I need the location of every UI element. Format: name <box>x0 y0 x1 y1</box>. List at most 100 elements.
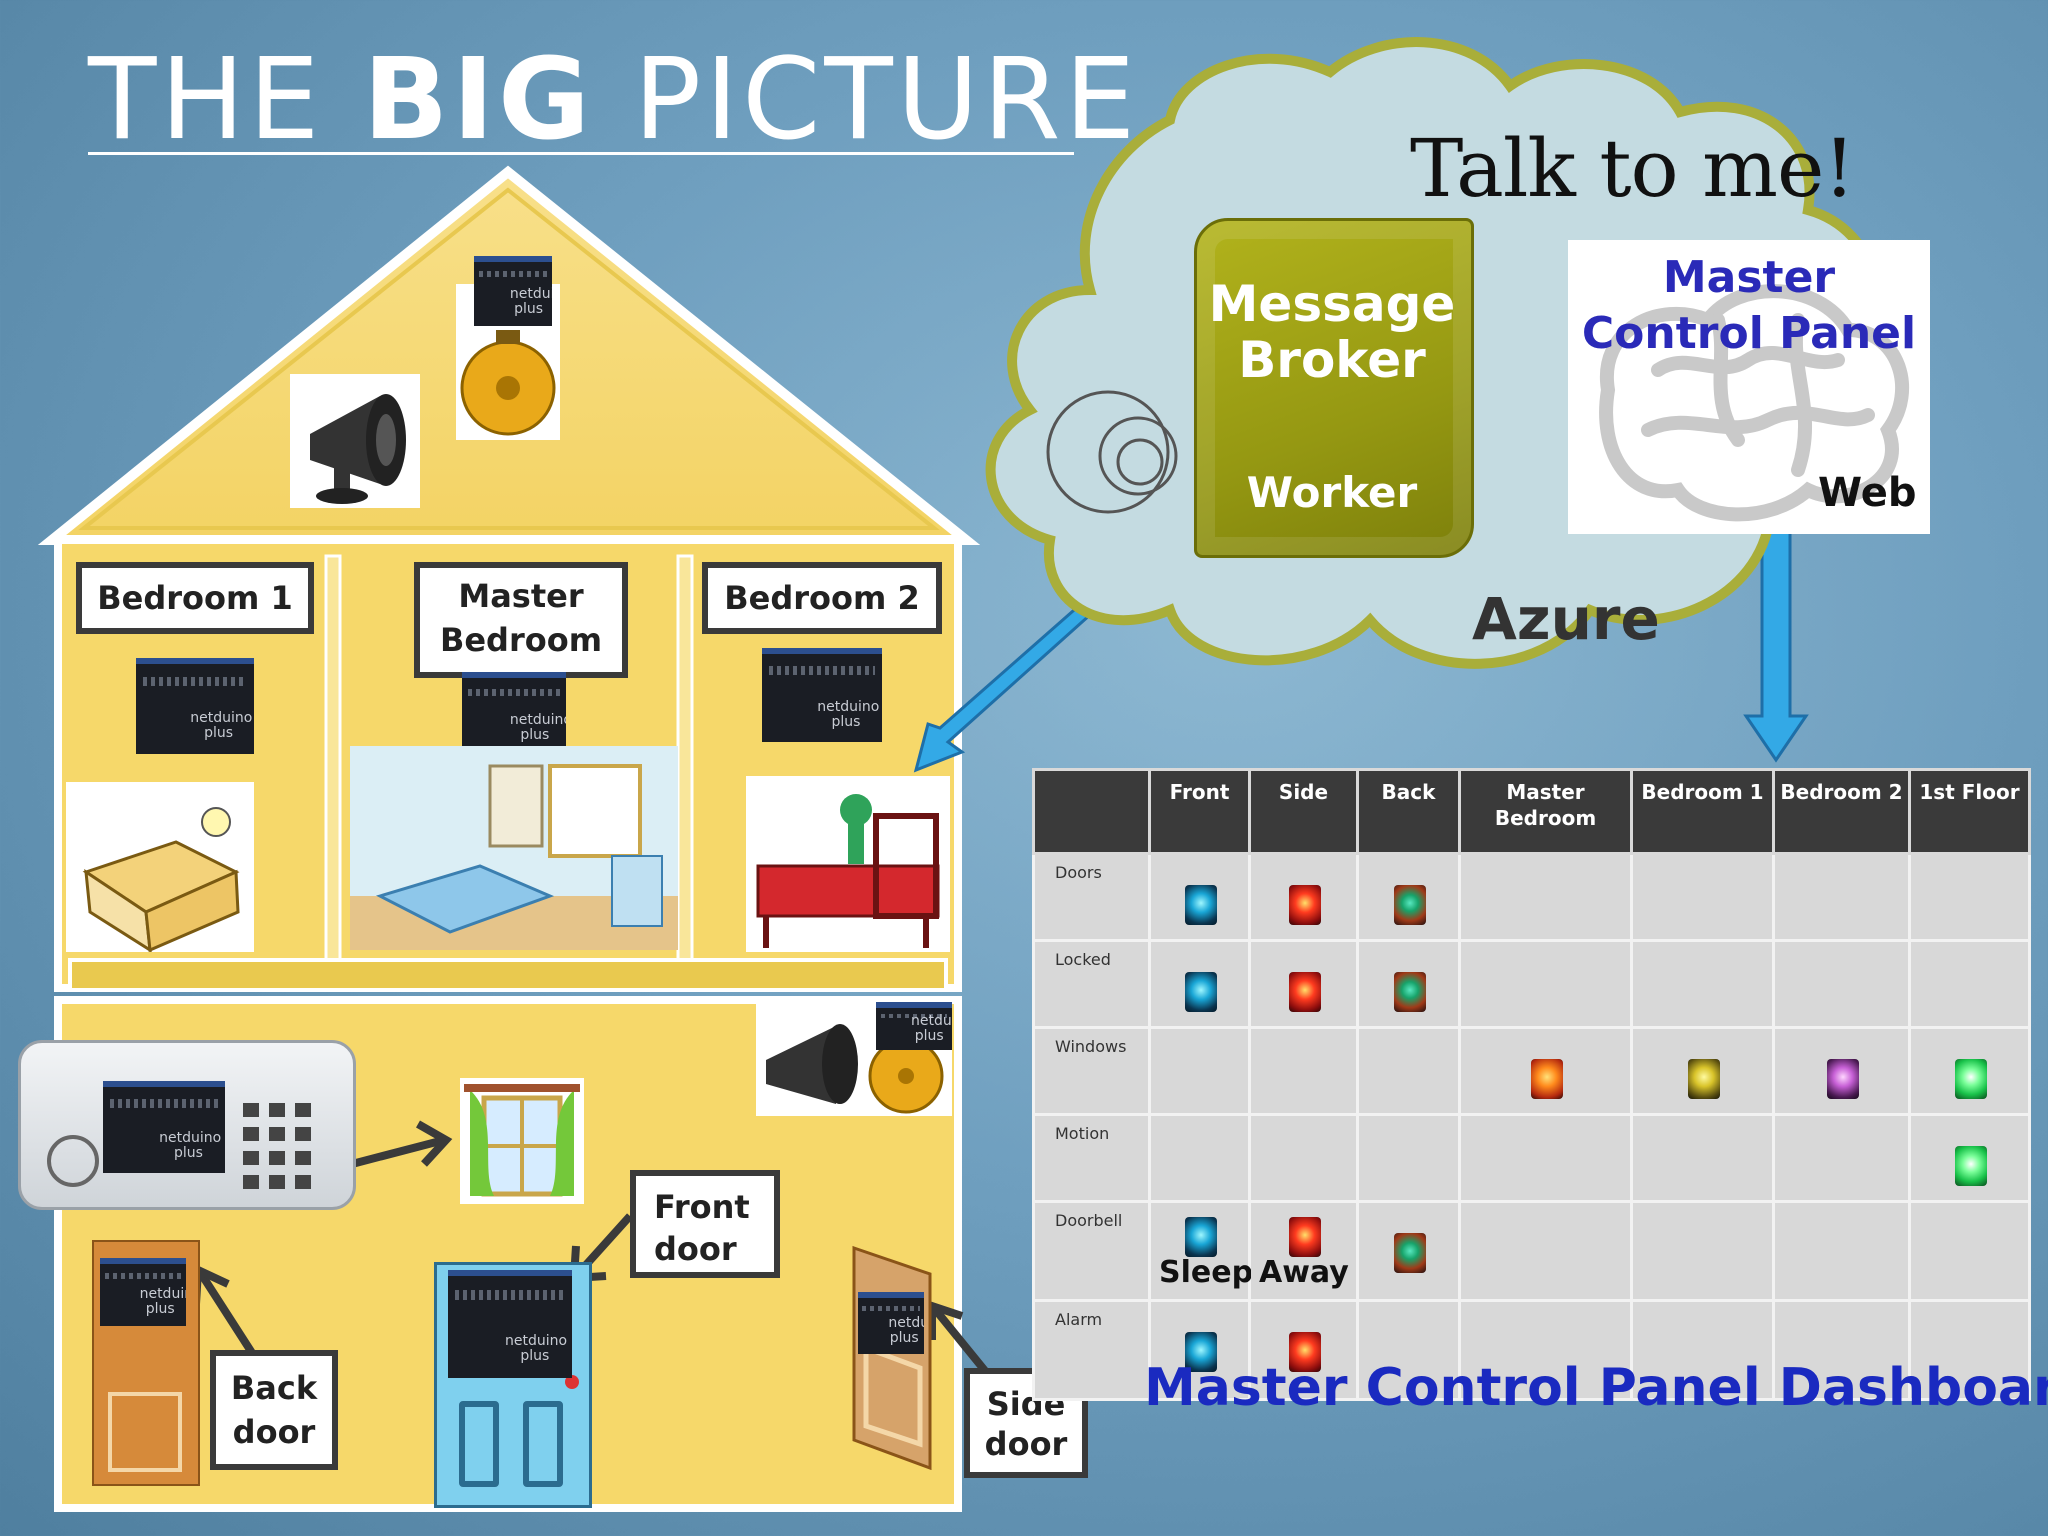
dashboard-header-master-bedroom: Master Bedroom <box>1458 768 1633 855</box>
front-door-knob <box>565 1375 579 1389</box>
dashboard-cell-bedroom-2 <box>1772 1113 1911 1203</box>
title-part-1: THE <box>88 35 363 165</box>
dashboard-cell-bedroom-1 <box>1630 852 1775 942</box>
dashboard-header-corner <box>1032 768 1151 855</box>
dashboard-row: Locked <box>1032 939 2031 1029</box>
dashboard-cell-master-bedroom <box>1458 1113 1633 1203</box>
dashboard-header-front: Front <box>1148 768 1251 855</box>
dashboard-cell-bedroom-2 <box>1772 1026 1911 1116</box>
dashboard-cell-master-bedroom <box>1458 1299 1633 1401</box>
room-label-master-bedroom: Master Bedroom <box>414 562 628 678</box>
dashboard-cell-bedroom-2 <box>1772 1200 1911 1302</box>
status-led-icon <box>1955 1059 1987 1099</box>
message-broker-role: Worker <box>1246 468 1418 517</box>
lower-siren-bell-icon <box>756 1000 952 1116</box>
master-control-panel-card <box>1568 240 1930 534</box>
dashboard-cell-master-bedroom <box>1458 852 1633 942</box>
dashboard-cell-1st-floor <box>1908 1113 2031 1203</box>
dashboard-header-bedroom-2: Bedroom 2 <box>1772 768 1911 855</box>
status-led-icon <box>1394 885 1426 925</box>
bedroom-2-bed-icon <box>746 776 950 952</box>
dashboard-caption: Master Control Panel Dashboard <box>1144 1358 2048 1418</box>
dashboard-cell-side: Away <box>1248 1200 1359 1302</box>
dashboard-header-bedroom-1: Bedroom 1 <box>1630 768 1775 855</box>
alarm-panel-netduino-board <box>103 1081 225 1173</box>
dashboard-cell-front <box>1148 1026 1251 1116</box>
room-label-bedroom-1: Bedroom 1 <box>76 562 314 634</box>
message-broker-box <box>1194 218 1474 558</box>
status-led-icon <box>1827 1059 1859 1099</box>
dashboard-cell-front: Sleep <box>1148 1200 1254 1302</box>
talk-to-me-heading: Talk to me! <box>1410 122 1855 215</box>
dashboard-row: Windows <box>1032 1026 2031 1116</box>
title-part-2: PICTURE <box>593 35 1140 165</box>
dashboard-cell-back <box>1356 939 1461 1029</box>
status-led-icon <box>1394 1233 1426 1273</box>
status-caption: Sleep <box>1159 1255 1254 1290</box>
dashboard-cell-front <box>1148 852 1251 942</box>
bedroom-1-netduino-board <box>136 658 254 754</box>
title-part-bold: BIG <box>363 35 594 165</box>
status-led-icon <box>1688 1059 1720 1099</box>
dashboard-cell-master-bedroom <box>1458 1026 1633 1116</box>
status-led-icon <box>1289 972 1321 1012</box>
side-door-netduino-board <box>858 1292 924 1354</box>
dashboard-header-row: Front Side Back Master Bedroom Bedroom 1… <box>1032 768 2031 855</box>
dashboard-row: Doors <box>1032 852 2031 942</box>
back-door-panel <box>108 1392 182 1472</box>
dashboard-cell-back <box>1356 1113 1461 1203</box>
dashboard-cell-side <box>1248 939 1359 1029</box>
dashboard-header-back: Back <box>1356 768 1461 855</box>
front-door-netduino-board <box>448 1270 572 1378</box>
dashboard-cell-bedroom-1 <box>1630 1026 1775 1116</box>
dashboard-cell-side <box>1248 1113 1359 1203</box>
floor-slab <box>68 958 948 992</box>
dashboard-cell-back <box>1356 1299 1461 1401</box>
master-bedroom-room-icon <box>350 746 678 950</box>
dashboard-cell-master-bedroom <box>1458 1200 1633 1302</box>
status-led-icon <box>1955 1146 1987 1186</box>
dashboard-cell-front <box>1148 1299 1251 1401</box>
dashboard-row-label: Windows <box>1032 1026 1151 1116</box>
back-door-netduino-board <box>100 1258 186 1326</box>
status-led-icon <box>1185 1332 1217 1372</box>
status-led-icon <box>1185 1217 1217 1257</box>
brain-icon <box>1599 284 1910 522</box>
dashboard-row-label: Doorbell <box>1032 1200 1151 1302</box>
arrow-panel-to-window <box>350 1120 453 1168</box>
dashboard-cell-side <box>1248 852 1359 942</box>
dashboard-cell-front <box>1148 939 1251 1029</box>
label-front-door: Front door <box>630 1170 780 1278</box>
dashboard-header-side: Side <box>1248 768 1359 855</box>
dashboard-cell-back <box>1356 852 1461 942</box>
dashboard-cell-back <box>1356 1200 1461 1302</box>
dashboard-cell-side <box>1248 1299 1359 1401</box>
dashboard-cell-1st-floor <box>1908 939 2031 1029</box>
room-label-bedroom-2: Bedroom 2 <box>702 562 942 634</box>
dashboard-row-label: Locked <box>1032 939 1151 1029</box>
arrow-side-door <box>928 1300 990 1375</box>
master-control-panel-title: Master Control Panel <box>1581 252 1917 359</box>
window-icon <box>460 1078 584 1204</box>
dashboard-cell-bedroom-1 <box>1630 1299 1775 1401</box>
dashboard-cell-bedroom-2 <box>1772 1299 1911 1401</box>
status-led-icon <box>1289 1217 1321 1257</box>
dashboard-cell-bedroom-1 <box>1630 939 1775 1029</box>
dashboard-row: Motion <box>1032 1113 2031 1203</box>
dashboard-row-label: Alarm <box>1032 1299 1151 1401</box>
front-door-panel-left <box>459 1401 499 1487</box>
dashboard-cell-1st-floor <box>1908 852 2031 942</box>
master-control-panel-role: Web <box>1818 470 1917 516</box>
dashboard-cell-1st-floor <box>1908 1200 2031 1302</box>
attic-netduino-board <box>474 256 552 326</box>
status-led-icon <box>1531 1059 1563 1099</box>
dashboard-row: Alarm <box>1032 1299 2031 1401</box>
status-led-icon <box>1185 972 1217 1012</box>
roof-trim <box>78 187 940 530</box>
label-back-door: Back door <box>210 1350 338 1470</box>
bedroom-1-bed-icon <box>66 782 254 952</box>
status-led-icon <box>1289 885 1321 925</box>
cloud-small-puff <box>1046 390 1178 514</box>
